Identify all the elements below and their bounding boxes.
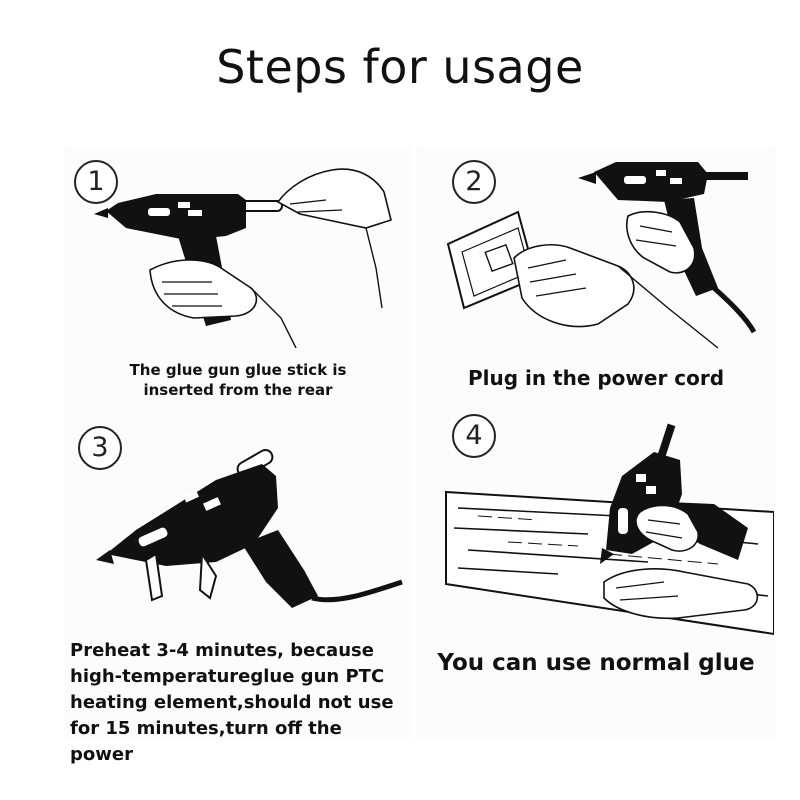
- step-1-panel: 1 The glue gun glue stick is inserted fr…: [66, 148, 410, 400]
- step-4-caption: You can use normal glue: [418, 650, 774, 676]
- plug-power-cord-illustration: [446, 162, 757, 349]
- step-2-panel: 2 Plug in the power cord: [418, 148, 774, 400]
- step-2-caption-line: Plug in the power cord: [467, 366, 725, 390]
- apply-glue-wood-illustration: [445, 423, 774, 636]
- step-3-caption-line: heating element,should not use: [70, 692, 394, 713]
- step-1-caption-line: The glue gun glue stick is: [129, 361, 347, 379]
- page-title: Steps for usage: [216, 40, 584, 94]
- glue-gun-insert-stick-illustration: [94, 168, 392, 348]
- step-4-caption-line: You can use normal glue: [437, 650, 755, 676]
- step-2-caption: Plug in the power cord: [418, 366, 774, 390]
- step-2-number-badge: 2: [452, 160, 496, 204]
- step-3-number-badge: 3: [78, 426, 122, 470]
- step-1-number-badge: 1: [74, 160, 118, 204]
- preheat-glue-gun-illustration: [96, 449, 403, 608]
- step-3-caption: Preheat 3-4 minutes, because high-temper…: [70, 638, 410, 768]
- step-3-caption-line: for 15 minutes,turn off the power: [70, 718, 342, 765]
- step-3-panel: 3 Preheat 3-4 minutes, because high-temp…: [66, 404, 410, 765]
- step-4-number-badge: 4: [452, 414, 496, 458]
- step-1-caption: The glue gun glue stick is inserted from…: [66, 360, 410, 400]
- step-3-caption-line: Preheat 3-4 minutes, because: [70, 640, 374, 661]
- step-4-panel: 4 You can use normal glue: [418, 404, 774, 738]
- step-3-caption-line: high-temperatureglue gun PTC: [70, 666, 385, 687]
- step-1-caption-line: inserted from the rear: [143, 381, 333, 399]
